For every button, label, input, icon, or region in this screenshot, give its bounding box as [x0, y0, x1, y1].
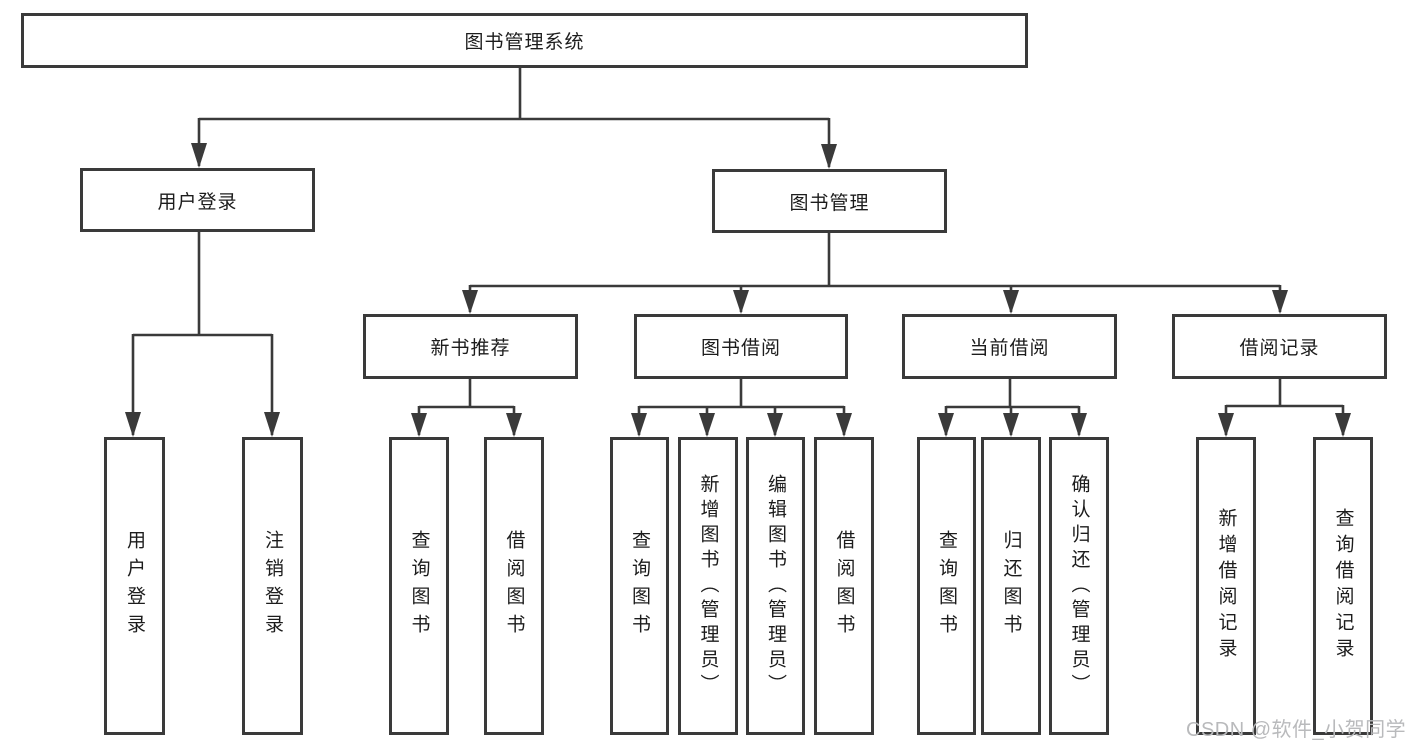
- node-root-label: 图书管理系统: [464, 32, 585, 53]
- leaf-borrow-edit: 编辑图书（管理员）: [746, 437, 805, 735]
- leaf-record-query: 查询借阅记录: [1313, 437, 1373, 735]
- arrow-down-icon: [1003, 290, 1019, 314]
- leaf-current-query: 查询图书: [917, 437, 976, 735]
- arrow-down-icon: [1335, 413, 1351, 437]
- node-current-borrow: 当前借阅: [902, 314, 1117, 379]
- leaf-newbook-borrow-label: 借阅图书: [503, 530, 525, 642]
- leaf-borrow-add-label: 新增图书（管理员）: [697, 473, 719, 699]
- arrow-down-icon: [1071, 413, 1087, 437]
- node-new-book: 新书推荐: [363, 314, 578, 379]
- leaf-current-return-label: 归还图书: [1000, 530, 1022, 642]
- arrow-down-icon: [938, 413, 954, 437]
- node-current-borrow-label: 当前借阅: [969, 338, 1050, 359]
- arrow-down-icon: [699, 413, 715, 437]
- leaf-record-query-label: 查询借阅记录: [1332, 508, 1354, 664]
- arrow-down-icon: [191, 143, 207, 168]
- leaf-borrow-borrow: 借阅图书: [814, 437, 874, 735]
- arrow-down-icon: [1272, 290, 1288, 314]
- arrow-down-icon: [767, 413, 783, 437]
- arrow-down-icon: [264, 412, 280, 437]
- arrow-down-icon: [411, 413, 427, 437]
- leaf-user-login-label: 用户登录: [124, 530, 145, 642]
- leaf-borrow-query-label: 查询图书: [629, 530, 650, 642]
- leaf-newbook-borrow: 借阅图书: [484, 437, 544, 735]
- csdn-watermark: CSDN @软件_小贺同学: [1186, 719, 1405, 741]
- leaf-borrow-borrow-label: 借阅图书: [833, 530, 855, 642]
- arrow-down-icon: [836, 413, 852, 437]
- leaf-newbook-query: 查询图书: [389, 437, 449, 735]
- leaf-user-login: 用户登录: [104, 437, 165, 735]
- node-root: 图书管理系统: [21, 13, 1028, 68]
- arrow-down-icon: [462, 290, 478, 314]
- arrowhead-icons: [125, 143, 1351, 437]
- leaf-borrow-add: 新增图书（管理员）: [678, 437, 738, 735]
- arrow-down-icon: [506, 413, 522, 437]
- node-book-borrow-label: 图书借阅: [700, 338, 781, 359]
- node-borrow-record: 借阅记录: [1172, 314, 1387, 379]
- node-book-borrow: 图书借阅: [634, 314, 848, 379]
- leaf-logout-label: 注销登录: [262, 530, 283, 642]
- leaf-newbook-query-label: 查询图书: [408, 530, 430, 642]
- arrow-down-icon: [631, 413, 647, 437]
- leaf-borrow-query: 查询图书: [610, 437, 669, 735]
- arrow-down-icon: [1003, 413, 1019, 437]
- leaf-current-query-label: 查询图书: [936, 530, 957, 642]
- leaf-current-confirm-label: 确认归还（管理员）: [1068, 473, 1090, 699]
- arrow-down-icon: [733, 290, 749, 314]
- node-user-login-label: 用户登录: [157, 191, 238, 213]
- leaf-current-confirm: 确认归还（管理员）: [1049, 437, 1109, 735]
- node-book-mgmt: 图书管理: [712, 169, 947, 233]
- tree-edges: [131, 68, 1345, 435]
- node-book-mgmt-label: 图书管理: [789, 192, 870, 214]
- node-new-book-label: 新书推荐: [430, 338, 511, 359]
- leaf-current-return: 归还图书: [981, 437, 1041, 735]
- leaf-borrow-edit-label: 编辑图书（管理员）: [765, 473, 786, 699]
- arrow-down-icon: [125, 412, 141, 437]
- arrow-down-icon: [821, 144, 837, 169]
- node-borrow-record-label: 借阅记录: [1239, 338, 1320, 359]
- leaf-record-add-label: 新增借阅记录: [1215, 508, 1237, 664]
- arrow-down-icon: [1218, 413, 1234, 437]
- leaf-logout: 注销登录: [242, 437, 303, 735]
- leaf-record-add: 新增借阅记录: [1196, 437, 1256, 735]
- node-user-login: 用户登录: [80, 168, 315, 232]
